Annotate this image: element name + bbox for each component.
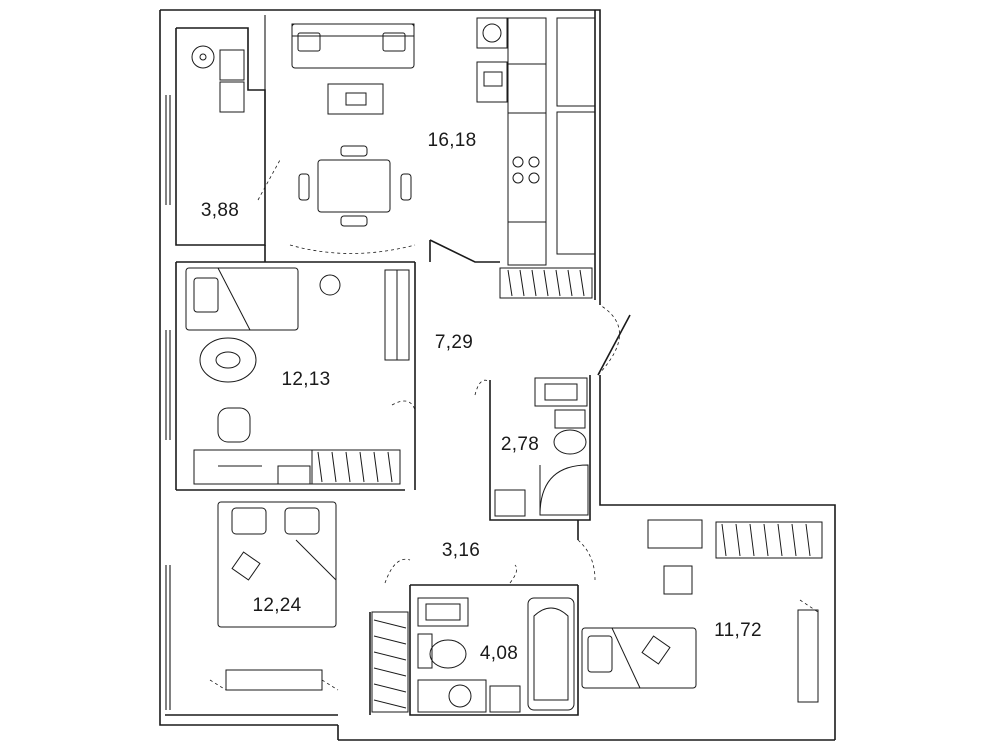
room-area-bedroom-2: 12,24 [252, 595, 302, 616]
balcony [175, 15, 281, 246]
room-area-bedroom-1: 12,13 [281, 369, 331, 390]
room-area-bathroom: 4,08 [479, 643, 519, 664]
room-area-balcony: 3,88 [200, 200, 240, 221]
bathroom [409, 585, 579, 716]
bedroom-2 [209, 501, 409, 715]
bathroom-small [474, 375, 591, 521]
room-area-hall: 7,29 [434, 332, 474, 353]
room-area-bathroom-small: 2,78 [500, 434, 540, 455]
windows-left [165, 95, 171, 710]
kitchen-living [176, 17, 596, 299]
bedroom-3 [581, 519, 823, 703]
bedroom-1 [175, 262, 405, 491]
room-area-bedroom-3: 11,72 [714, 620, 762, 641]
room-area-corridor: 3,16 [441, 540, 481, 561]
room-area-kitchen-living: 16,18 [427, 130, 477, 151]
hall [384, 239, 631, 490]
corridor [384, 520, 596, 586]
